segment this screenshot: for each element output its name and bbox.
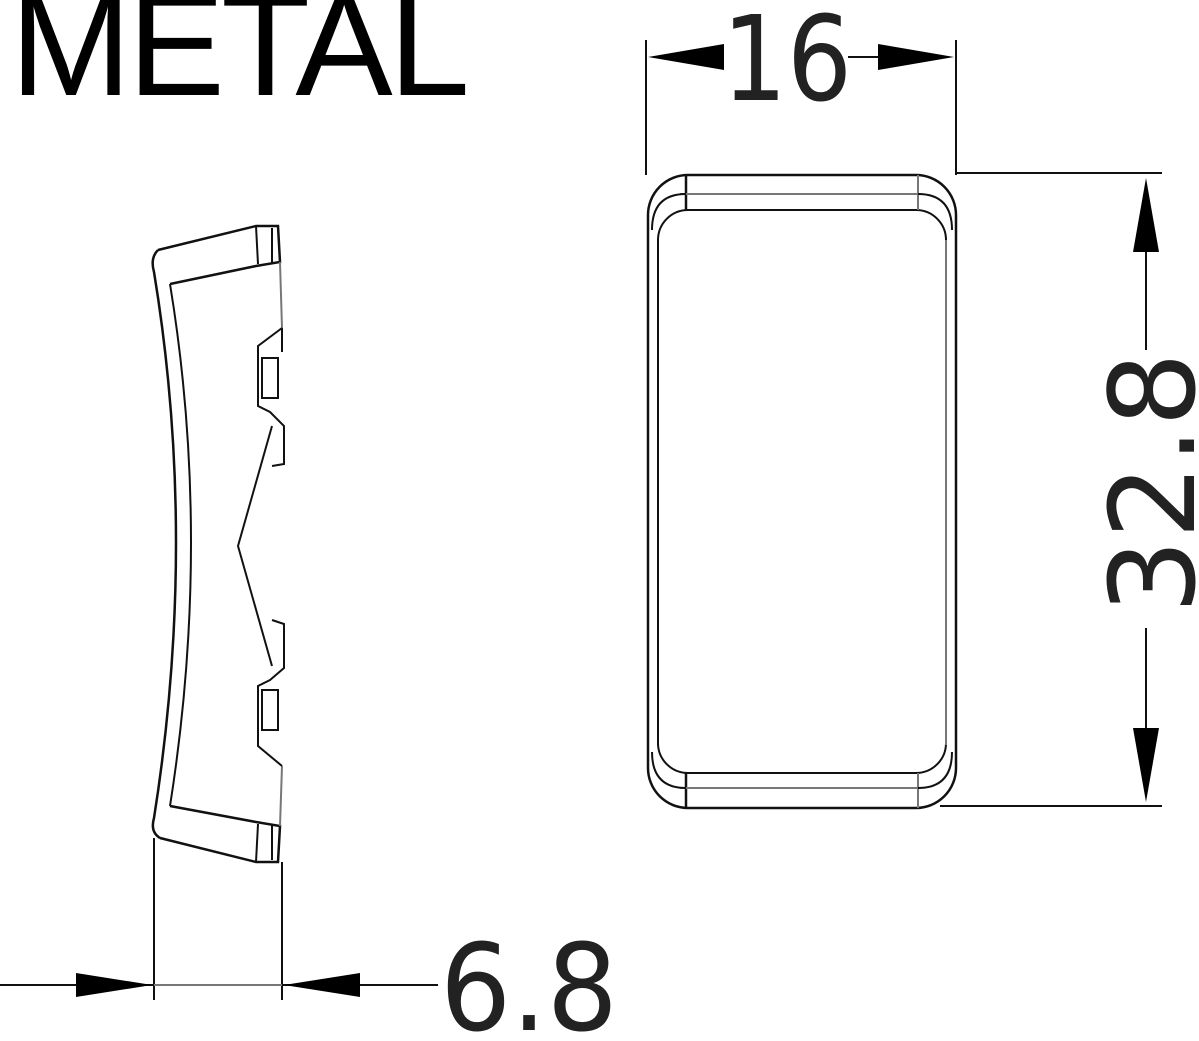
dimension-width: 16 <box>645 0 957 175</box>
height-label: 32.8 <box>1084 352 1199 614</box>
dimension-height: 32.8 <box>940 172 1199 807</box>
material-label: METAL <box>10 0 470 126</box>
side-view <box>151 224 285 1000</box>
width-label: 16 <box>722 0 852 128</box>
dimension-depth: 6.8 <box>0 920 618 1041</box>
front-view <box>646 173 958 810</box>
depth-label: 6.8 <box>440 920 618 1041</box>
